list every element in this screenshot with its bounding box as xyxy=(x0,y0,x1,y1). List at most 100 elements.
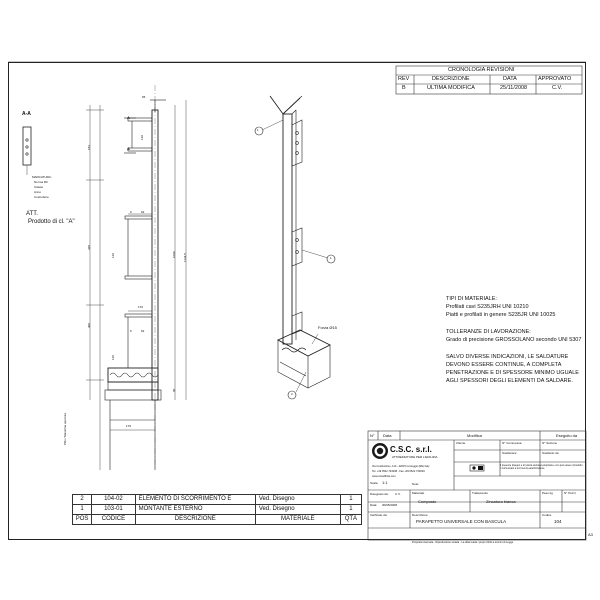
dim-120-mid: 120 xyxy=(111,252,115,258)
balloon-1-mid xyxy=(326,254,336,264)
welding-line-2: PENETRAZIONE E DI SPESSORE MINIMO UGUALE xyxy=(446,370,579,376)
parts-cell-material: Ved. Disegno xyxy=(254,504,341,515)
parts-cell-material: Ved. Disegno xyxy=(254,494,341,505)
parts-cell-qty: 1 xyxy=(339,504,363,515)
parts-header-pos: POS xyxy=(71,514,93,525)
scala-value: 1:1 xyxy=(382,480,388,485)
section-label: A-A xyxy=(22,111,31,117)
side-note: Pillo / Massima apertura xyxy=(63,412,67,445)
dim-183: 183 xyxy=(87,144,91,150)
section-mark-a1: A xyxy=(127,115,130,120)
codice-label: Codice xyxy=(542,513,552,517)
balloon-1-mid-label: 1 xyxy=(330,256,332,260)
marking-note-4: Costruttore xyxy=(34,195,49,199)
mod-header-exec: Eseguito da xyxy=(556,433,578,438)
parts-cell-qty: 1 xyxy=(339,494,363,505)
balloon-2 xyxy=(287,390,297,400)
rev-row-rev: B xyxy=(402,85,406,91)
parts-cell-desc: ELEMENTO DI SCORRIMENTO E xyxy=(134,494,256,505)
dim-62-low: 62 xyxy=(141,329,145,333)
parts-list: 2 104-02 ELEMENTO DI SCORRIMENTO E Ved. … xyxy=(71,494,363,525)
drawing-sheet xyxy=(8,62,586,540)
revisions-title: CRONOLOGIA REVISIONI xyxy=(448,67,515,73)
dim-6-low: 6 xyxy=(130,329,132,333)
parts-cell-pos: 2 xyxy=(71,494,93,505)
marking-note-1: Norma Rif. xyxy=(34,180,49,184)
materials-line-0: Profilati cavi S235JRH UNI 10210 xyxy=(446,304,529,310)
dim-176: 176 xyxy=(126,424,132,428)
company-name: C.S.C. s.r.l. xyxy=(390,445,432,454)
trattamento-label: Trattamento xyxy=(472,491,489,495)
descrizione-value: PARAPETTO UNIVERSALE CON BASCULA xyxy=(416,519,507,524)
force-label: Forza Ø15 xyxy=(318,325,337,330)
dim-1134: 1134,5 xyxy=(183,253,187,262)
parts-row: 1 103-01 MONTANTE ESTERNO Ved. Disegno 1 xyxy=(71,504,363,515)
dim-425: 425 xyxy=(87,244,91,250)
rev-header-rev: REV xyxy=(398,76,410,82)
dim-120-top: 120 xyxy=(140,134,144,140)
balloon-1-top xyxy=(254,126,264,136)
parts-cell-code: 104-02 xyxy=(91,494,136,505)
rev-row-approved: C.V. xyxy=(552,85,563,91)
materials-line-1: Piatti e profilati in genere S235JR UNI … xyxy=(446,312,556,318)
trattamento-value: Zincatura bianca xyxy=(486,499,516,504)
sheet-format: A3 xyxy=(588,532,593,537)
mod-header-n: N° xyxy=(370,433,375,438)
rev-row-date: 25/11/2008 xyxy=(500,85,528,91)
marking-note-0: MARCATURA: xyxy=(32,175,52,179)
parts-header-code: CODICE xyxy=(91,514,136,525)
peso-label: Peso kg xyxy=(542,491,553,495)
materiale-label: Materiale xyxy=(412,491,425,495)
verificato-label: Verificato da: xyxy=(370,513,388,517)
sezione-label: N° Sezione xyxy=(542,441,558,445)
sostituisce-label: Sostituisce xyxy=(502,451,517,455)
att-note: Prodotto di cl. "A" xyxy=(28,219,75,225)
welding-line-3: AGLI SPESSORI DEGLI ELEMENTI DA SALDARE. xyxy=(446,378,573,384)
parts-header-desc: DESCRIZIONE xyxy=(134,514,256,525)
address-1: Tel. +39 0522 733038 - Fax +39 0522 7330… xyxy=(372,470,425,473)
data-label: Data: xyxy=(370,503,378,507)
tolerance-title: TOLLERANZE DI LAVORAZIONE: xyxy=(446,329,531,335)
marking-note-2: Classe xyxy=(34,185,44,189)
sostituito-label: Sostituito da xyxy=(542,451,559,455)
rev-header-desc: DESCRIZIONE xyxy=(432,76,470,82)
dim-65: 65 xyxy=(142,95,146,99)
cliente-label: Cliente xyxy=(456,441,466,445)
dim-400: 400 xyxy=(87,322,91,328)
mod-header-mod: Modifica xyxy=(467,433,482,438)
dim-170: 170 xyxy=(138,305,144,309)
materials-title: TIPI DI MATERIALE: xyxy=(446,296,497,302)
parts-header-qty: QTÀ xyxy=(339,514,363,525)
dim-60: 60 xyxy=(172,388,176,392)
mod-header-date: Data xyxy=(383,433,392,438)
welding-line-1: DEVONO ESSERE CONTINUE, A COMPLETA xyxy=(446,362,562,368)
parts-cell-code: 103-01 xyxy=(91,504,136,515)
materiale-value: Composto xyxy=(418,499,437,504)
disegnato-value: C.V. xyxy=(395,492,401,496)
pezzi-label: N° Pezzi xyxy=(564,491,576,495)
parts-row: 2 104-02 ELEMENTO DI SCORRIMENTO E Ved. … xyxy=(71,494,363,505)
balloon-1-top-label: 1 xyxy=(257,128,259,132)
tolerance-line: Grado di precisione GROSSOLANO secondo U… xyxy=(446,337,582,343)
section-mark-a2: A xyxy=(127,146,130,151)
data-value: 30/05/2008 xyxy=(382,503,398,507)
rev-row-desc: ULTIMA MODIFICA xyxy=(427,85,475,91)
parts-header-material: MATERIALE xyxy=(254,514,341,525)
rev-header-date: DATA xyxy=(503,76,517,82)
footer: Proprietà riservata - Riproduzione vieta… xyxy=(412,541,514,544)
company-logo xyxy=(372,443,388,459)
parts-header-row: POS CODICE DESCRIZIONE MATERIALE QTÀ xyxy=(71,514,363,525)
codice-value: 104 xyxy=(554,519,562,524)
att-label: ATT. xyxy=(26,211,38,217)
address-2: www.cscedilizia.com xyxy=(372,475,396,478)
note-label: Note: xyxy=(412,482,420,486)
dim-1090: 1090 xyxy=(172,251,176,258)
address-0: Via Costituzione, 110 - 42015 Correggio … xyxy=(372,465,430,468)
dim-62-top: 62 xyxy=(141,210,145,214)
parts-cell-pos: 1 xyxy=(71,504,93,515)
balloon-2-label: 2 xyxy=(291,392,293,396)
descrizione-label: Descrizione xyxy=(412,513,428,517)
notice: Il presente disegno è di nostra esclusiv… xyxy=(500,464,583,470)
dim-6-top: 6 xyxy=(130,210,132,214)
